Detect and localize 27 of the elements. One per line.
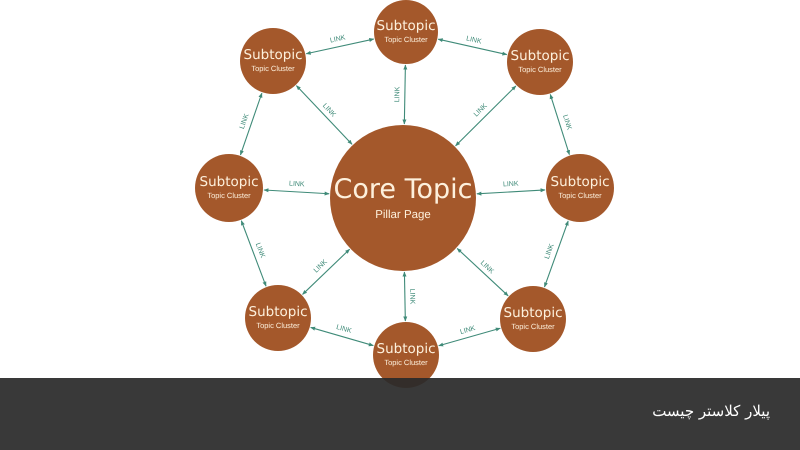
- topic-title: Subtopic: [550, 175, 610, 191]
- topic-title: Subtopic: [510, 49, 570, 65]
- link-arrow: [296, 85, 352, 145]
- link-arrow: [240, 92, 262, 156]
- link-arrow: [306, 38, 374, 55]
- topic-title: Subtopic: [376, 19, 436, 35]
- topic-title: Subtopic: [244, 48, 302, 64]
- caption-text: پیلار کلاستر چیست: [652, 402, 770, 420]
- link-arrow: [550, 94, 570, 156]
- link-arrow: [310, 326, 374, 346]
- link-arrow: [476, 188, 546, 196]
- link-arrow: [302, 248, 350, 295]
- link-arrow: [455, 86, 516, 146]
- topic-title: Subtopic: [504, 306, 562, 322]
- link-arrow: [240, 220, 267, 287]
- topic-title: Subtopic: [248, 305, 308, 321]
- link-arrow: [438, 328, 501, 346]
- link-arrow: [456, 248, 508, 296]
- link-arrow: [544, 220, 569, 288]
- link-arrow: [402, 64, 408, 124]
- link-arrow: [438, 38, 508, 56]
- link-arrow: [263, 188, 330, 196]
- topic-title: Subtopic: [200, 175, 258, 191]
- topic-subtitle: Pillar Page: [375, 208, 431, 222]
- link-arrow: [402, 271, 408, 322]
- topic-title: Core Topic: [334, 174, 472, 205]
- topic-title: Subtopic: [376, 342, 436, 358]
